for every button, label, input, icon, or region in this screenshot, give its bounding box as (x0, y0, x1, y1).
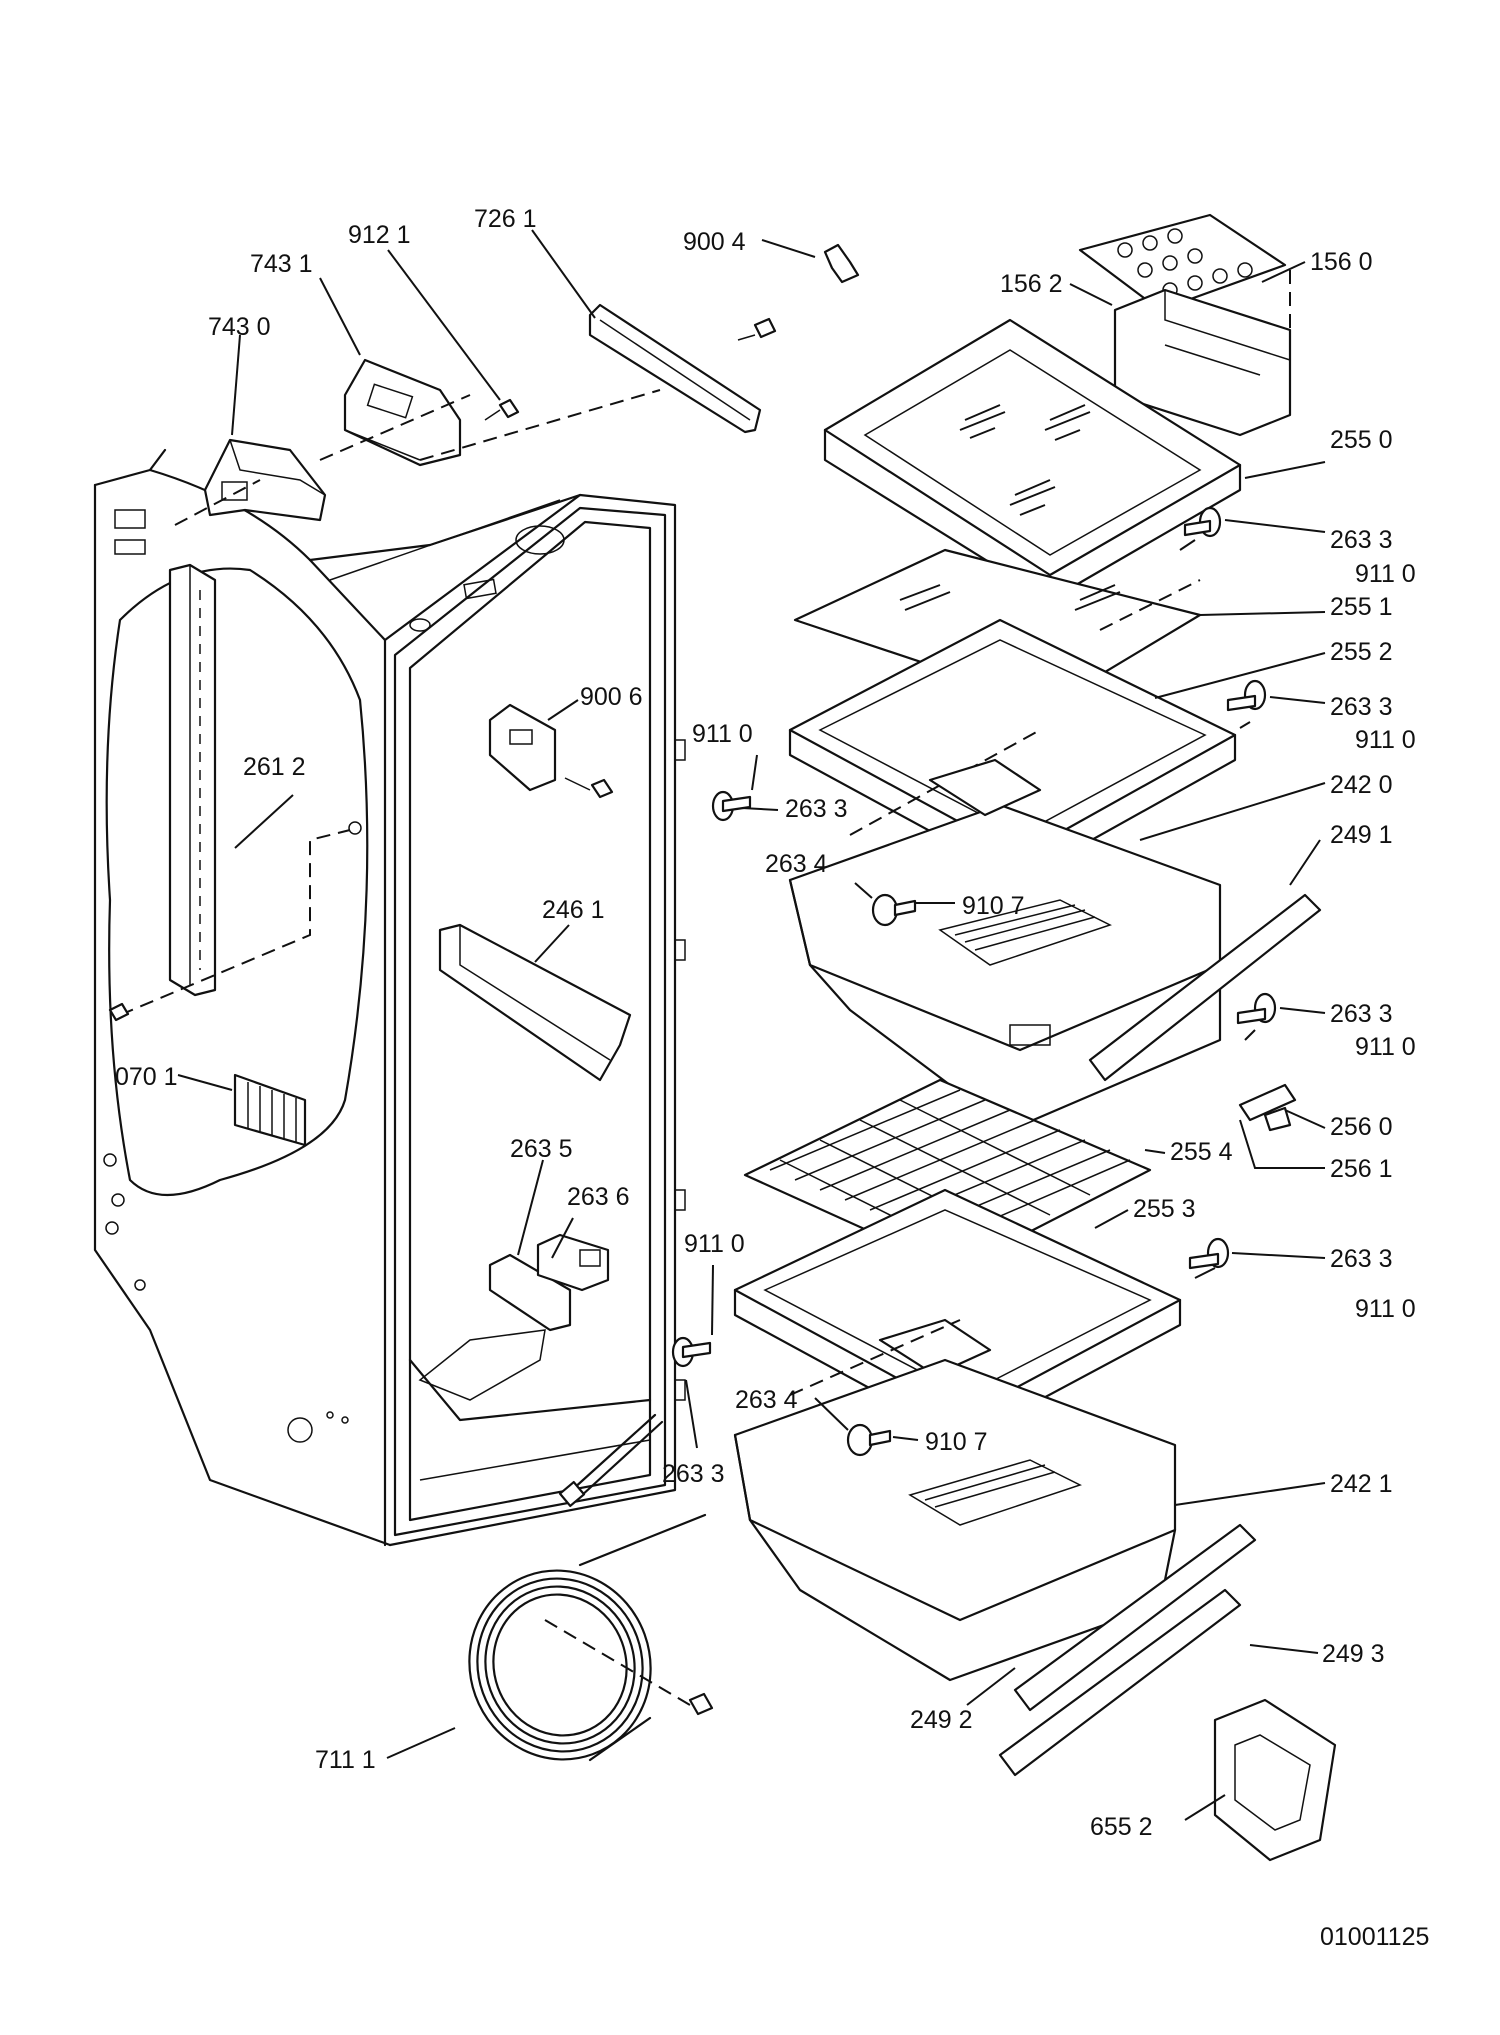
callout-249-1: 249 1 (1330, 821, 1393, 849)
shelf-support-246-1 (438, 923, 632, 1082)
callout-263-3-c: 263 3 (785, 795, 848, 823)
callout-726-1: 726 1 (474, 205, 537, 233)
callout-911-0-b: 911 0 (1355, 726, 1416, 754)
callout-263-4-a: 263 4 (765, 850, 828, 878)
callout-263-3-d: 263 3 (1330, 1000, 1393, 1028)
dashline-top-left (174, 394, 471, 526)
callout-156-0: 156 0 (1310, 248, 1373, 276)
peg-263-3-a (1183, 506, 1222, 538)
lamp-switch-263-6 (536, 1233, 610, 1292)
callout-911-0-e: 911 0 (684, 1230, 745, 1258)
peg-263-4-b (846, 1423, 892, 1457)
shelf-bin-255-3 (878, 1318, 992, 1377)
callout-255-1: 255 1 (1330, 593, 1393, 621)
callout-263-3-e: 263 3 (1330, 1245, 1393, 1273)
dashline-shelf-lower (789, 1319, 961, 1396)
callout-256-1: 256 1 (1330, 1155, 1393, 1183)
callout-743-0: 743 0 (208, 313, 271, 341)
thermostat-bracket-part (343, 358, 462, 467)
callout-255-2: 255 2 (1330, 638, 1393, 666)
label-holder-655-2 (1213, 1698, 1337, 1862)
top-rail-part (588, 303, 762, 434)
callout-911-0-c: 911 0 (692, 720, 753, 748)
peg-263-3-f (671, 1336, 712, 1368)
callout-256-0: 256 0 (1330, 1113, 1393, 1141)
coil-tubing-part (468, 1513, 707, 1762)
glass-hatch-255-0 (959, 404, 1091, 516)
bracket-256-1 (1238, 1083, 1297, 1122)
callout-263-6: 263 6 (567, 1183, 630, 1211)
callout-249-3: 249 3 (1322, 1640, 1385, 1668)
peg-263-3-d (1236, 992, 1277, 1025)
callout-249-2: 249 2 (910, 1706, 973, 1734)
callout-743-1: 743 1 (250, 250, 313, 278)
top-shelf-frame-255-0 (823, 318, 1242, 602)
rail-249-2 (998, 1588, 1242, 1777)
leader-lines (177, 229, 1326, 1821)
peg-263-4-a (871, 893, 917, 927)
dashline-shelf-upper (849, 579, 1201, 836)
screw-900-6 (564, 777, 614, 799)
dashline-coil (544, 1619, 691, 1706)
rail-249-1 (1088, 893, 1322, 1082)
callout-263-5: 263 5 (510, 1135, 573, 1163)
callout-900-4: 900 4 (683, 228, 746, 256)
thermostat-housing-part (203, 438, 327, 522)
callout-263-4-b: 263 4 (735, 1386, 798, 1414)
rail-249-3 (1013, 1523, 1257, 1712)
vent-grille-part (233, 1073, 307, 1147)
screw-912-1 (484, 398, 520, 421)
callout-711-1: 711 1 (315, 1746, 376, 1774)
callout-242-1: 242 1 (1330, 1470, 1393, 1498)
door-bin-part (1113, 288, 1292, 437)
screw-coil (688, 1692, 714, 1716)
drawing-code: 01001125 (1320, 1923, 1429, 1951)
wire-shelf-255-4 (743, 1078, 1152, 1272)
cable-tie-part (558, 1413, 664, 1508)
callout-255-0: 255 0 (1330, 426, 1393, 454)
callout-263-3-f: 263 3 (662, 1460, 725, 1488)
rail-mount-hole (348, 821, 362, 835)
cabinet-liner (93, 448, 686, 1547)
shelf-bin-242-0-upper (928, 758, 1042, 817)
screw-left-lower (108, 1002, 130, 1022)
callout-156-2: 156 2 (1000, 270, 1063, 298)
vertical-rail-part (168, 563, 217, 997)
rail-screw-dashline (119, 829, 351, 1016)
peg-263-3-e (1188, 1237, 1230, 1270)
crisper-drawer-242-0 (788, 803, 1222, 1132)
callout-255-4: 255 4 (1170, 1138, 1233, 1166)
screw-top-rail (737, 317, 777, 341)
dashline-top-rail (419, 389, 661, 461)
peg-263-3-c (711, 790, 752, 822)
bracket-900-6 (488, 703, 557, 792)
callout-911-0-f: 911 0 (1355, 1295, 1416, 1323)
peg-263-3-b (1226, 679, 1267, 712)
callout-255-3: 255 3 (1133, 1195, 1196, 1223)
clip-256-0 (1263, 1106, 1292, 1132)
callout-261-2: 261 2 (243, 753, 306, 781)
lamp-cover-263-5 (488, 1253, 572, 1332)
callout-246-1: 246 1 (542, 896, 605, 924)
clip-900-4 (823, 243, 860, 284)
callout-263-3-a: 263 3 (1330, 526, 1393, 554)
egg-tray-part (1078, 213, 1287, 312)
callout-910-7-b: 910 7 (925, 1428, 988, 1456)
callout-911-0-d: 911 0 (1355, 1033, 1416, 1061)
callout-900-6: 900 6 (580, 683, 643, 711)
callout-655-2: 655 2 (1090, 1813, 1153, 1841)
callout-263-3-b: 263 3 (1330, 693, 1393, 721)
callout-910-7-a: 910 7 (962, 892, 1025, 920)
callout-242-0: 242 0 (1330, 771, 1393, 799)
callout-912-1: 912 1 (348, 221, 411, 249)
callout-911-0-a: 911 0 (1355, 560, 1416, 588)
callout-070-1: 070 1 (115, 1063, 178, 1091)
